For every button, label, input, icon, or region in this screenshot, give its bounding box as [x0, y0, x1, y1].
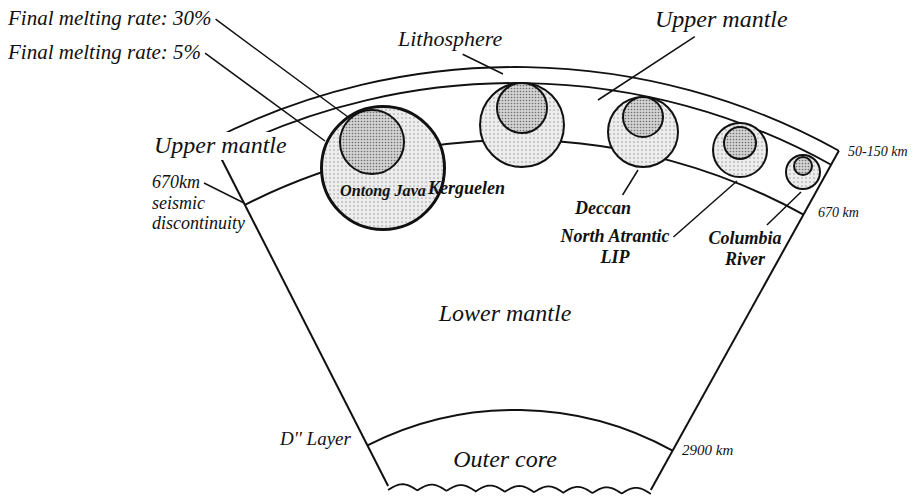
melt-region-5 — [713, 123, 767, 177]
leader-line — [216, 19, 348, 117]
leader-line — [598, 37, 695, 100]
core-mantle-arc — [367, 410, 672, 451]
melt-region-30 — [340, 110, 404, 174]
lip-name: Deccan — [575, 198, 631, 219]
layer-label: Lower mantle — [439, 300, 572, 328]
wedge-side — [651, 151, 839, 490]
lip-name: Ontong Java — [321, 182, 445, 201]
depth-label: 2900 km — [682, 442, 733, 459]
circle-outline — [322, 107, 444, 229]
layer-label: Upper mantle — [152, 132, 289, 160]
layer-label: Lithosphere — [398, 26, 502, 51]
leader-line — [205, 53, 325, 141]
melting-rate-label: Final melting rate: 5% — [8, 40, 201, 64]
leader-line — [463, 54, 503, 74]
leader-lines — [204, 19, 801, 237]
mantle-layers — [212, 67, 839, 494]
layer-label: D'' Layer — [280, 428, 351, 450]
melting-rate-label: Final melting rate: 30% — [8, 6, 212, 30]
cut-edge — [388, 484, 651, 494]
layer-label: Upper mantle — [655, 6, 788, 34]
plume-heads — [321, 83, 820, 230]
discontinuity-label: 670km seismic discontinuity — [152, 172, 252, 234]
leader-line — [204, 183, 244, 203]
lip-name: Kerguelen — [428, 178, 505, 199]
lip-name: North Atrantic LIP — [545, 226, 685, 267]
leader-line — [623, 170, 638, 195]
melt-region-5 — [786, 155, 820, 189]
melt-region-5 — [480, 83, 564, 167]
melt-region-30 — [497, 83, 547, 133]
layer-label: Outer core — [453, 446, 557, 474]
depth-label: 670 km — [818, 205, 859, 221]
leader-line — [767, 192, 801, 225]
melt-region-30 — [794, 157, 812, 175]
melt-region-30 — [724, 127, 756, 159]
circle-outline — [321, 106, 445, 230]
melt-region-5 — [321, 106, 445, 230]
melt-region-30 — [623, 97, 663, 137]
depth-label: 50-150 km — [848, 144, 908, 160]
melt-region-5 — [608, 97, 678, 167]
lip-circle: Ontong Java — [321, 106, 445, 230]
lip-name: Columbia River — [700, 228, 790, 269]
